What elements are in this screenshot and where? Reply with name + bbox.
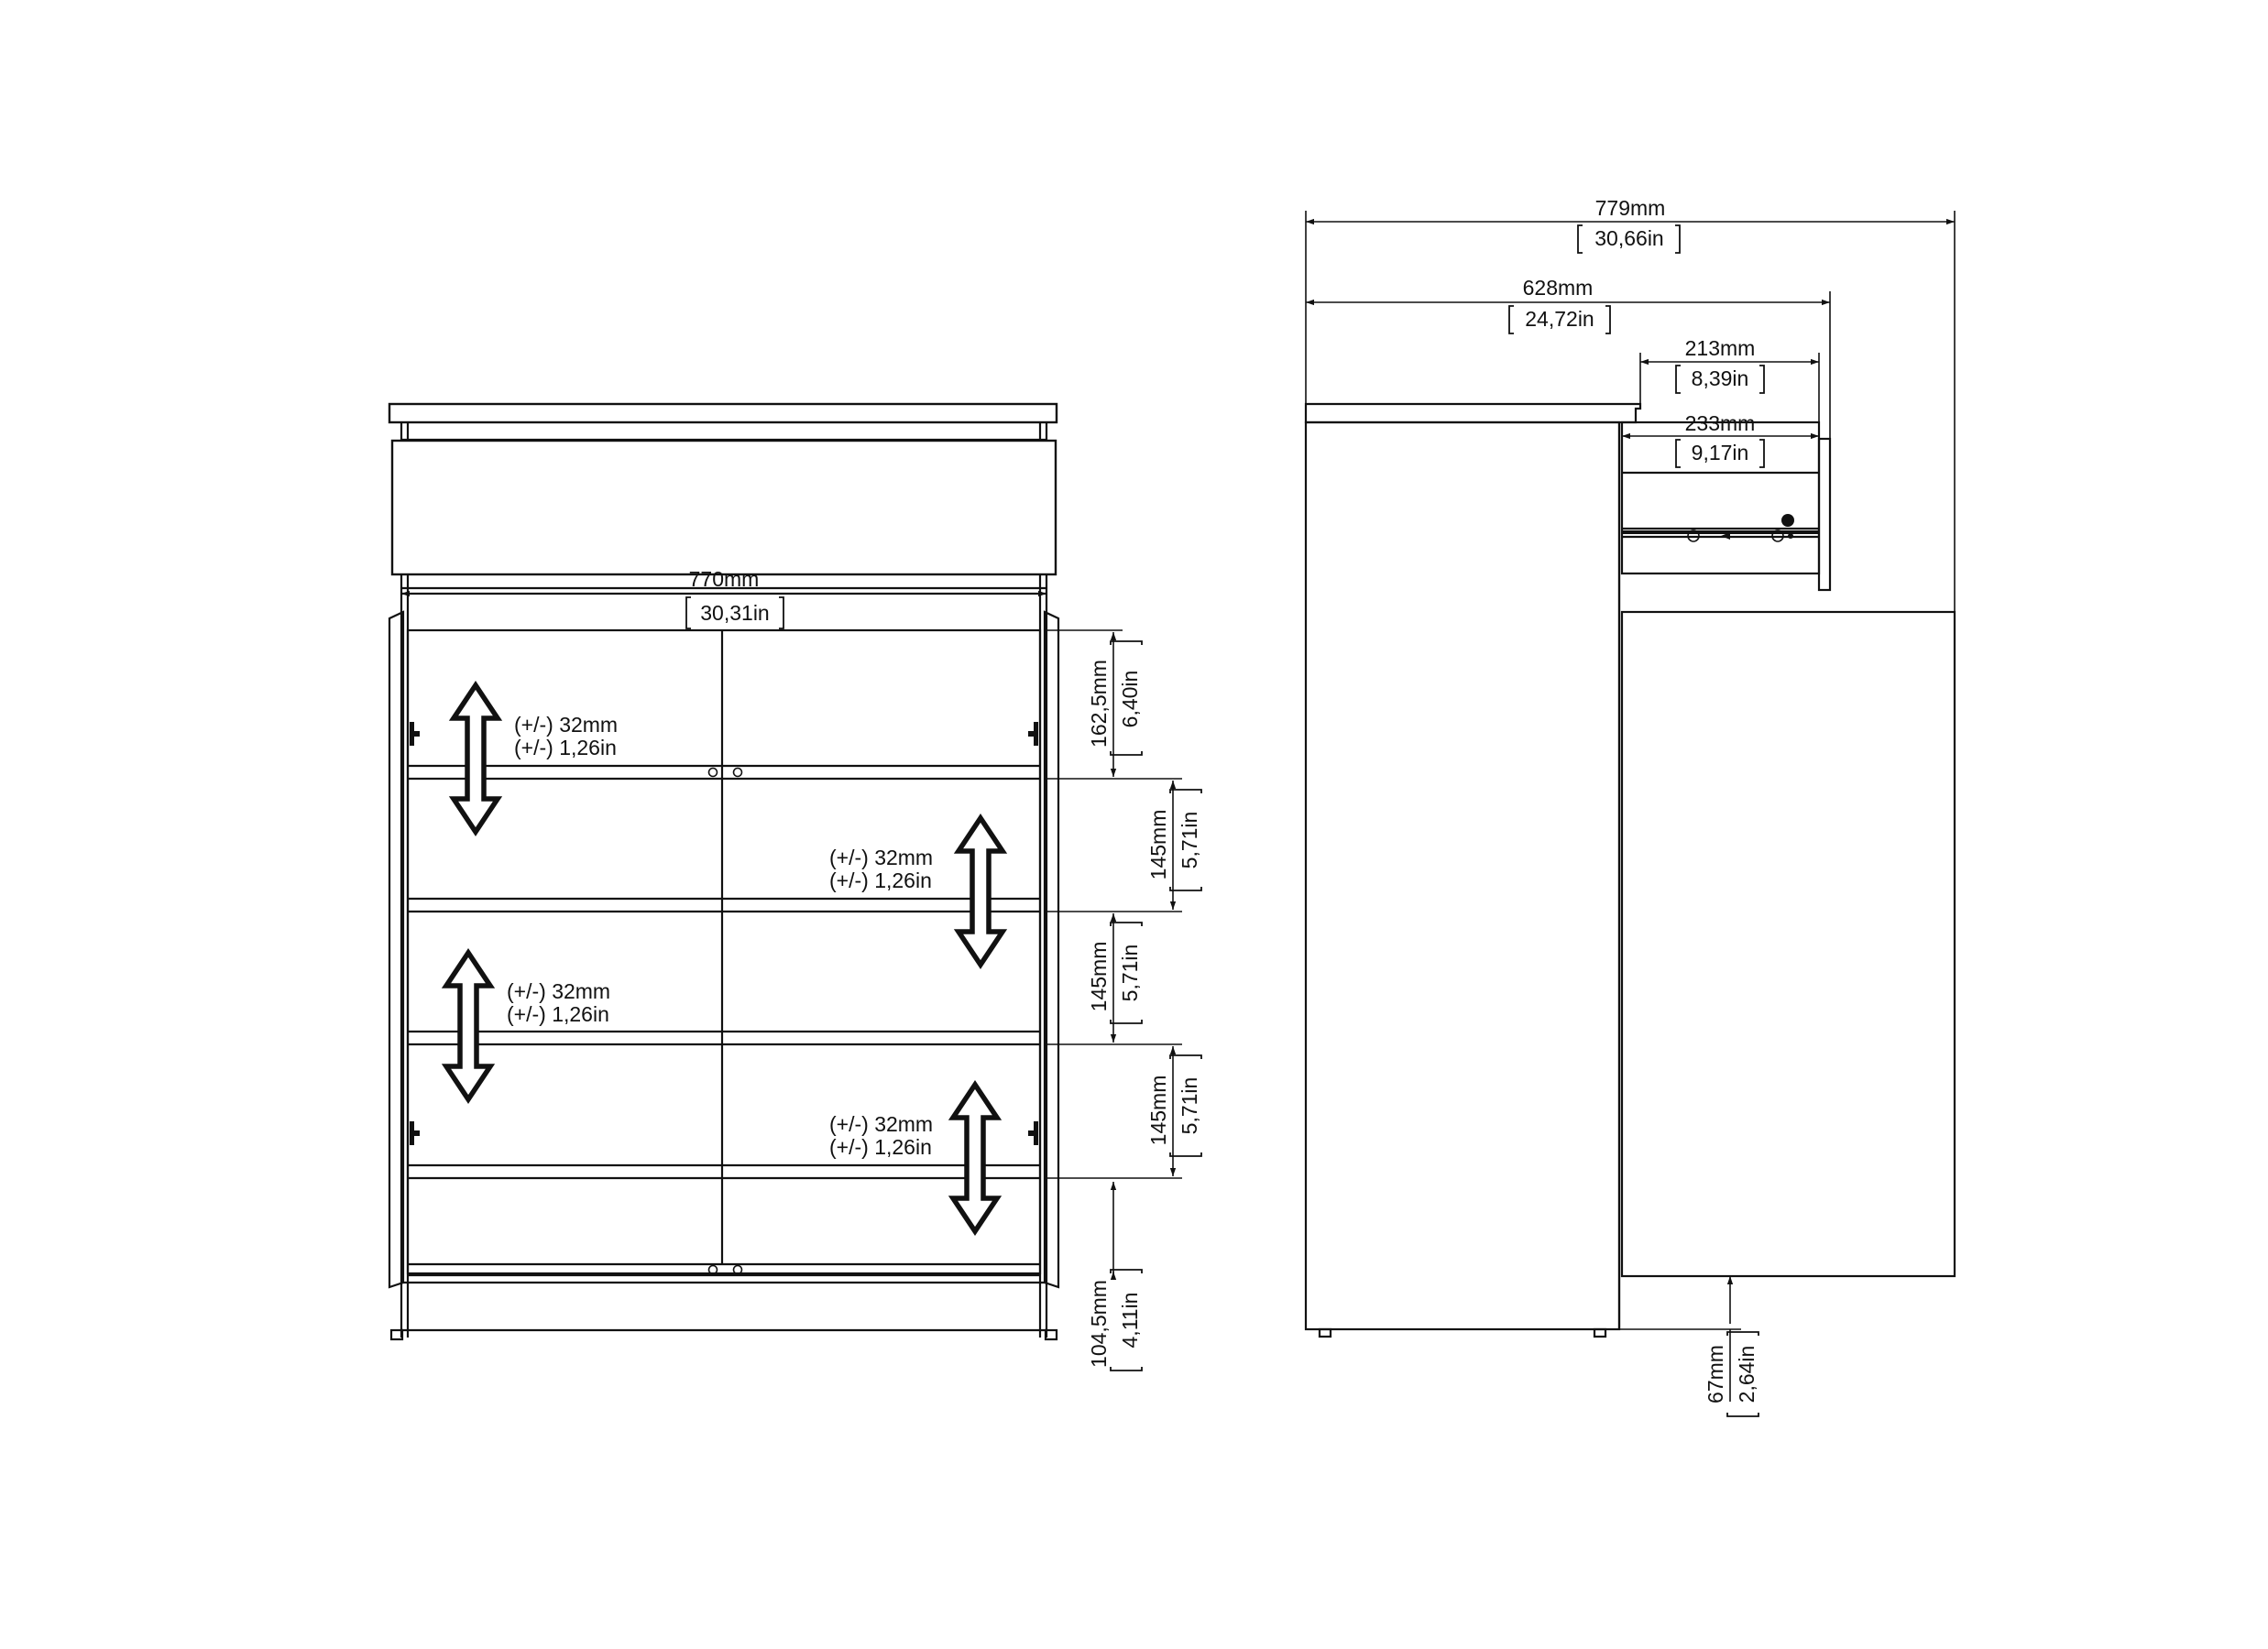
- shelf-adjust-labels: (+/-) 32mm (+/-) 1,26in (+/-) 32mm (+/-)…: [507, 713, 933, 1159]
- drawer-front-side: [1817, 437, 1832, 592]
- dim-145-mm-3: 145mm: [1146, 1076, 1170, 1146]
- front-extension-lines: [1046, 629, 1182, 1179]
- side-body: [1304, 420, 1621, 1331]
- dim-104-5-mm: 104,5mm: [1087, 1280, 1111, 1368]
- dim-145-mm-1: 145mm: [1146, 810, 1170, 880]
- inner-carcass: [406, 628, 1042, 1275]
- dim-162-5-mm: 162,5mm: [1087, 660, 1111, 748]
- door-offset-in: 2,64in: [1735, 1346, 1759, 1403]
- total-depth-in: 30,66in: [1594, 226, 1663, 250]
- dim-5-71-in-3: 5,71in: [1178, 1077, 1201, 1135]
- side-view: 779mm 30,66in 628mm 24,72in 213mm 8,39in…: [1304, 196, 1956, 1417]
- front-width-dimension: 770mm 30,31in: [401, 567, 1046, 629]
- side-dimensions: [1306, 218, 1955, 1402]
- adjust-label-mm-1: (+/-) 32mm: [514, 713, 618, 737]
- hinge-icons: [410, 722, 1038, 1145]
- side-door: [1620, 610, 1956, 1278]
- body-depth-in: 24,72in: [1525, 307, 1594, 331]
- drawer-runner: [1622, 514, 1819, 542]
- adjust-label-mm-4: (+/-) 32mm: [829, 1112, 933, 1136]
- front-vertical-labels: 162,5mm 6,40in 145mm 5,71in 145mm 5,71in…: [1087, 640, 1202, 1371]
- dim-4-11-in: 4,11in: [1118, 1293, 1142, 1349]
- body-depth-mm: 628mm: [1523, 276, 1594, 300]
- dim-6-40-in: 6,40in: [1118, 671, 1142, 728]
- adjust-label-in-2: (+/-) 1,26in: [829, 868, 932, 892]
- drawer-ext-runner-in: 9,17in: [1692, 441, 1749, 464]
- side-dimension-labels: 779mm 30,66in 628mm 24,72in 213mm 8,39in…: [1508, 196, 1765, 1417]
- dim-5-71-in-2: 5,71in: [1118, 945, 1142, 1002]
- adjust-label-mm-2: (+/-) 32mm: [829, 846, 933, 869]
- side-extension-lines: [1305, 211, 1956, 1330]
- front-vertical-dimensions: [1110, 632, 1177, 1280]
- up-down-arrow-icon: [953, 814, 1008, 969]
- shelf-adjust-arrows: [441, 681, 1008, 1236]
- dim-145-mm-2: 145mm: [1087, 942, 1111, 1012]
- front-width-in: 30,31in: [700, 601, 769, 625]
- front-width-mm: 770mm: [689, 567, 760, 591]
- side-top-plate: [1304, 402, 1642, 424]
- adjust-label-in-4: (+/-) 1,26in: [829, 1135, 932, 1159]
- adjust-label-mm-3: (+/-) 32mm: [507, 979, 610, 1003]
- total-depth-mm: 779mm: [1595, 196, 1666, 220]
- drawer-front: [390, 439, 1057, 576]
- drawer-ext-runner-mm: 233mm: [1685, 411, 1756, 435]
- adjust-label-in-3: (+/-) 1,26in: [507, 1002, 609, 1026]
- door-offset-mm: 67mm: [1704, 1345, 1727, 1403]
- cabinet-top-plate: [388, 402, 1058, 424]
- shelves: [408, 764, 1040, 1277]
- drawer-ext-top-in: 8,39in: [1692, 366, 1749, 390]
- up-down-arrow-icon: [948, 1080, 1003, 1236]
- front-view: 770mm 30,31in 162,5mm 6,: [388, 402, 1202, 1371]
- drawer-ext-top-mm: 213mm: [1685, 336, 1756, 360]
- dim-5-71-in-1: 5,71in: [1178, 812, 1201, 869]
- up-down-arrow-icon: [448, 681, 503, 836]
- adjust-label-in-1: (+/-) 1,26in: [514, 736, 617, 759]
- up-down-arrow-icon: [441, 948, 496, 1104]
